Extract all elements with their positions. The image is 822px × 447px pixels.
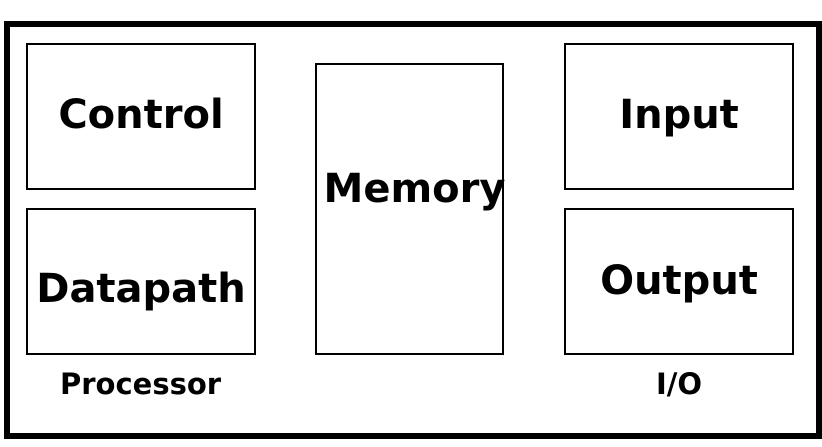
input-label: Input xyxy=(619,91,739,138)
datapath-label: Datapath xyxy=(36,265,246,312)
datapath-block: Datapath xyxy=(26,208,256,355)
control-block: Control xyxy=(26,43,256,190)
io-group-label: I/O xyxy=(656,367,703,401)
output-label: Output xyxy=(600,257,758,304)
processor-group-label: Processor xyxy=(60,367,222,401)
output-block: Output xyxy=(564,208,794,355)
input-block: Input xyxy=(564,43,794,190)
memory-block: Memory xyxy=(315,63,506,355)
control-label: Control xyxy=(58,91,224,138)
memory-label: Memory xyxy=(323,166,506,212)
